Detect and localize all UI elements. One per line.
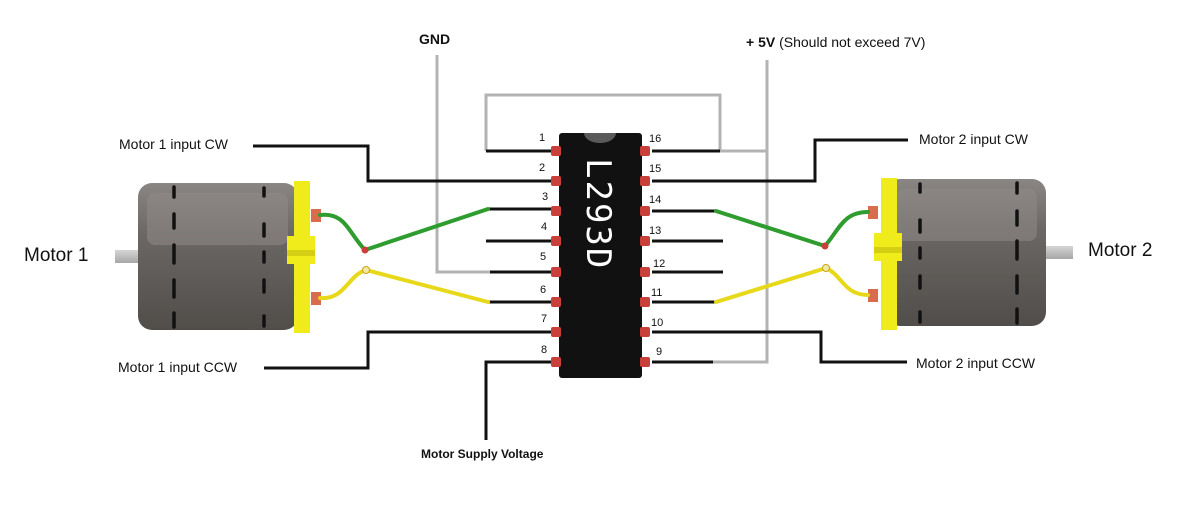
motor2-green-lead — [714, 209, 870, 249]
motor-supply-wire — [484, 360, 553, 440]
chip-notch — [584, 133, 616, 143]
pin-number: 12 — [653, 258, 666, 270]
chip-right-pins — [640, 146, 650, 367]
pin-pad-15 — [640, 176, 650, 186]
motor1-ccw-input-wire — [264, 330, 553, 370]
pin-number: 4 — [541, 221, 548, 233]
motor1-shaft — [115, 250, 145, 263]
motor2-leads — [714, 209, 870, 304]
pin-pad-11 — [640, 297, 650, 307]
pin-number: 6 — [540, 284, 547, 296]
motor1-green-lead — [318, 207, 490, 253]
motor2-ccw-label: Motor 2 input CCW — [916, 355, 1036, 371]
motor2-cw-input-wire — [652, 138, 908, 183]
pin-number: 5 — [540, 251, 547, 263]
gnd-label: GND — [419, 31, 451, 47]
pin-number: 3 — [542, 191, 549, 203]
pin-number: 14 — [649, 194, 662, 206]
vcc-note-label: (Should not exceed 7V) — [779, 34, 926, 50]
pin-pad-5 — [551, 267, 561, 277]
motor1-yellow-lead — [318, 267, 490, 304]
motor1-cw-label: Motor 1 input CW — [119, 136, 228, 152]
pin-pad-16 — [640, 146, 650, 156]
motor1-terminal-bottom — [311, 292, 321, 305]
motor2-yellow-lead — [714, 265, 870, 304]
motor1-cw-input-wire — [253, 144, 553, 183]
motor2-terminal-top — [868, 206, 878, 219]
pin-number: 15 — [649, 163, 662, 175]
pin-pad-10 — [640, 327, 650, 337]
pin-pad-8 — [551, 357, 561, 367]
pin-pad-7 — [551, 327, 561, 337]
pin-number: 16 — [649, 133, 662, 145]
chip-left-pins — [551, 146, 561, 367]
chip-marking: L293D — [578, 158, 618, 271]
pin-pad-6 — [551, 297, 561, 307]
pin-number: 1 — [539, 132, 546, 144]
vcc-5v-wire — [713, 60, 769, 364]
motor2-terminal-bottom — [868, 289, 878, 302]
motor-supply-label: Motor Supply Voltage — [421, 447, 544, 461]
pin-number: 13 — [649, 225, 662, 237]
pin-number: 7 — [541, 313, 548, 325]
pin1-to-pin16-loop-wire — [484, 93, 722, 151]
motor1-leads — [318, 207, 490, 304]
signal-wires — [253, 138, 908, 440]
motor-1 — [115, 181, 321, 333]
pin-pad-12 — [640, 267, 650, 277]
motor-2 — [868, 178, 1073, 330]
pin-number: 10 — [651, 317, 664, 329]
motor1-label: Motor 1 — [24, 245, 89, 266]
pin-pad-14 — [640, 206, 650, 216]
vcc-label: + 5V (Should not exceed 7V) — [746, 34, 925, 50]
pin-pad-2 — [551, 176, 561, 186]
motor2-cw-label: Motor 2 input CW — [919, 131, 1028, 147]
pin-pad-9 — [640, 357, 650, 367]
chip-body — [559, 133, 642, 378]
pin-pad-4 — [551, 236, 561, 246]
gnd-wire — [435, 55, 490, 274]
pin-number: 9 — [656, 346, 663, 358]
pin-pad-13 — [640, 236, 650, 246]
vcc-main-label: + 5V — [746, 34, 776, 50]
motor2-ccw-input-wire — [652, 330, 907, 364]
pin-pad-1 — [551, 146, 561, 156]
pin-number: 11 — [651, 287, 663, 299]
pin-number: 2 — [539, 162, 546, 174]
l293d-chip — [551, 133, 650, 378]
motor2-label: Motor 2 — [1088, 240, 1153, 261]
motor1-terminal-top — [311, 209, 321, 222]
motor1-ccw-label: Motor 1 input CCW — [118, 359, 238, 375]
pin-pad-3 — [551, 206, 561, 216]
pin-number: 8 — [541, 344, 548, 356]
motor2-shaft — [1039, 246, 1073, 259]
